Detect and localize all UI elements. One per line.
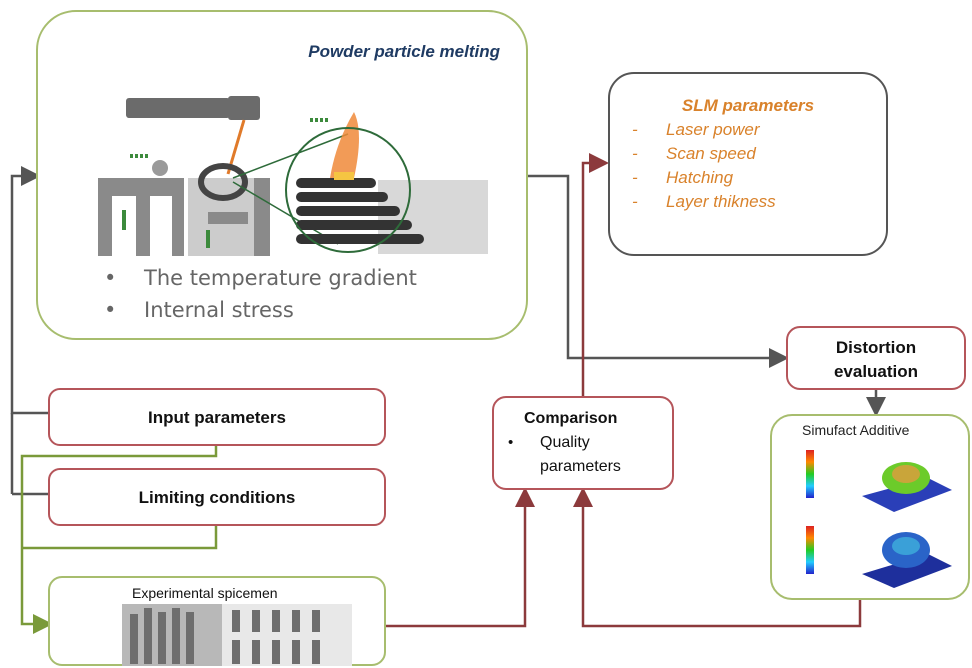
experimental-to-comparison-line <box>386 487 535 628</box>
input-to-experimental-line <box>20 446 218 634</box>
input-parameters-box: Input parameters <box>48 388 386 446</box>
slm-item-scan-speed: Scan speed <box>666 144 756 163</box>
distortion-evaluation-box: Distortion evaluation <box>786 326 966 390</box>
slm-dash: - <box>632 192 638 211</box>
limiting-to-experimental-line <box>22 526 218 550</box>
limiting-conditions-box: Limiting conditions <box>48 468 386 526</box>
powder-melting-title: Powder particle melting <box>308 42 500 61</box>
left-feedback-line <box>10 166 48 415</box>
bullet-temperature-gradient: The temperature gradient <box>144 266 417 290</box>
slm-parameters-title: SLM parameters <box>681 96 815 115</box>
distortion-label-line1: Distortion <box>835 338 917 357</box>
distortion-label-line2: evaluation <box>833 362 919 381</box>
slm-dash: - <box>632 144 638 163</box>
simufact-additive-box: Simufact Additive <box>770 414 970 600</box>
simulation-results-image <box>806 450 952 588</box>
comparison-title: Comparison <box>524 410 618 427</box>
input-parameters-label: Input parameters <box>148 408 286 427</box>
experimental-title: Experimental spicemen <box>132 585 278 601</box>
simufact-title: Simufact Additive <box>802 422 910 438</box>
slm-item-hatching: Hatching <box>666 168 734 187</box>
bullet-dot: • <box>104 298 117 322</box>
simufact-to-comparison-line <box>573 487 862 628</box>
limiting-conditions-label: Limiting conditions <box>138 488 296 507</box>
slm-item-laser-power: Laser power <box>666 120 760 139</box>
bullet-internal-stress: Internal stress <box>144 298 294 322</box>
experimental-specimen-box: Experimental spicemen <box>48 576 386 666</box>
comparison-to-slm-line <box>581 153 609 396</box>
comparison-bullet-dot: • <box>508 434 514 451</box>
bullet-dot: • <box>104 266 117 290</box>
slm-parameters-box: SLM parameters - Laser power - Scan spee… <box>608 72 888 256</box>
slm-item-layer-thickness: Layer thikness <box>666 192 776 211</box>
comparison-bullet-line1: Quality <box>540 434 590 451</box>
comparison-bullet-line2: parameters <box>540 458 621 475</box>
slm-process-illustration <box>98 96 488 256</box>
top-to-distortion-line <box>528 174 789 368</box>
comparison-box: Comparison • Quality parameters <box>492 396 674 490</box>
powder-melting-box: Powder particle melting <box>36 10 528 340</box>
slm-dash: - <box>632 168 638 187</box>
specimen-photo <box>122 604 352 666</box>
slm-dash: - <box>632 120 638 139</box>
